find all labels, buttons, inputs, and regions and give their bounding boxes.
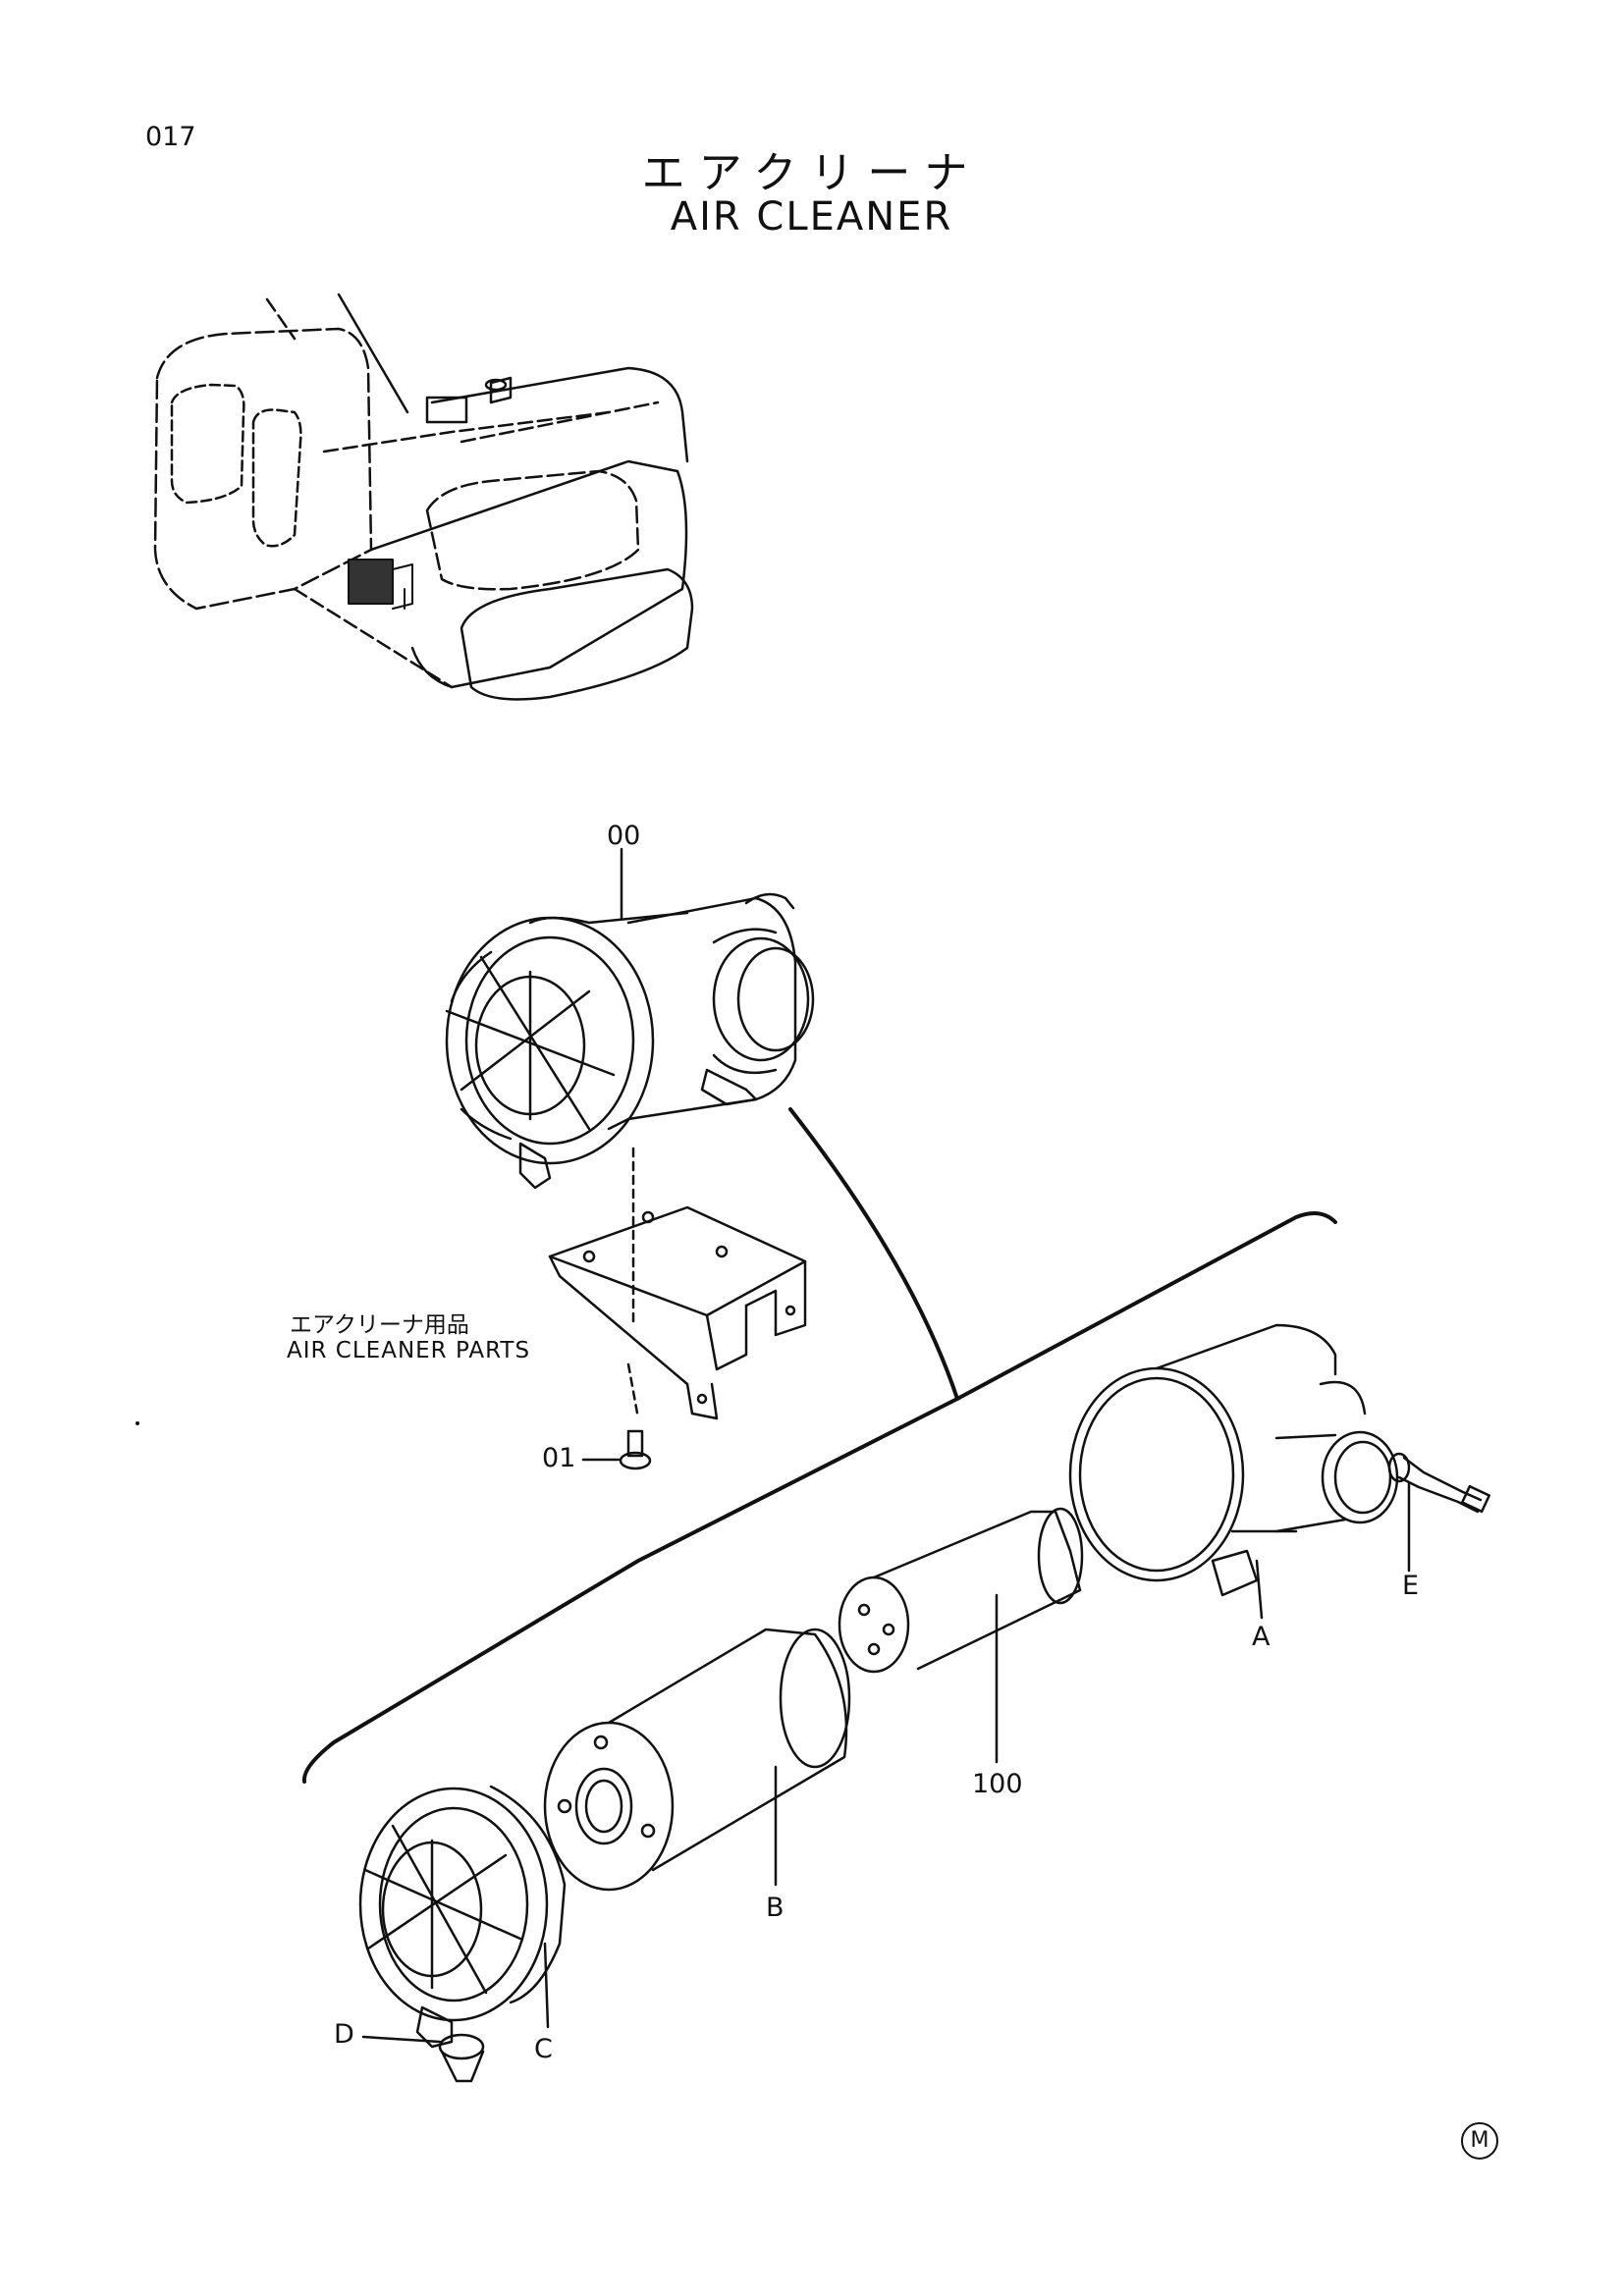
air-cleaner-location-marker (348, 559, 413, 610)
callout-c: C (534, 2034, 553, 2064)
group-label: AIR CLEANER PARTS (287, 1338, 531, 1363)
outer-element-illustration (543, 1628, 851, 1892)
circled-m-mark: M (1461, 2122, 1498, 2160)
callout-100: 100 (972, 1769, 1023, 1799)
page-title: AIR CLEANER (670, 194, 953, 240)
print-mark (135, 1421, 139, 1425)
page-number: 017 (145, 122, 196, 152)
housing-illustration (1068, 1323, 1399, 1620)
group-label-japanese: エアクリーナ用品 (290, 1312, 469, 1338)
callout-00: 00 (607, 821, 641, 851)
air-cleaner-assembly-illustration (445, 847, 815, 1190)
page-title-japanese: エアクリーナ (641, 148, 982, 198)
callout-b: B (766, 1893, 784, 1923)
indicator-illustration (1387, 1452, 1491, 1573)
callout-d: D (334, 2019, 354, 2050)
excavator-overview-illustration (153, 293, 694, 701)
cover-illustration (358, 1785, 567, 2049)
exploded-view-bracket (301, 1107, 1337, 1784)
bolt-01-illustration (581, 1429, 652, 1470)
callout-01: 01 (542, 1443, 576, 1473)
inner-element-illustration (838, 1507, 1084, 1764)
valve-illustration (361, 2033, 485, 2083)
bracket-illustration (548, 1147, 807, 1420)
callout-e: E (1402, 1571, 1420, 1601)
callout-a: A (1252, 1622, 1271, 1652)
